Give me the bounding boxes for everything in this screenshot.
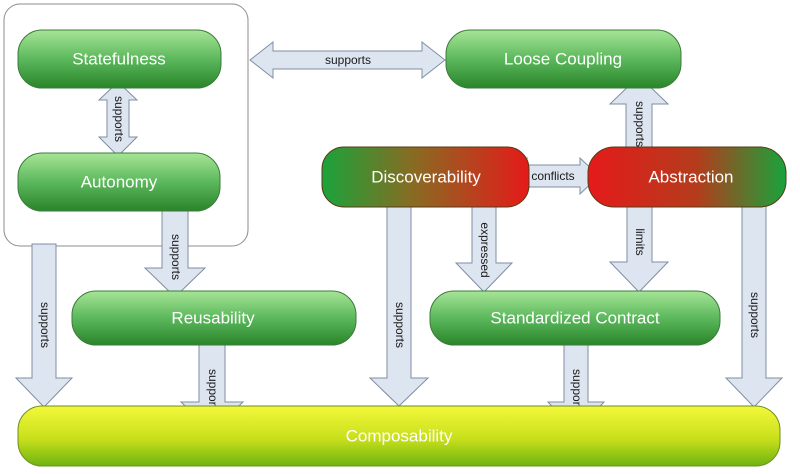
arrow-discoverability-composability: supports xyxy=(368,204,430,407)
arrow-label: supports xyxy=(393,302,407,348)
node-autonomy: Autonomy xyxy=(17,152,221,212)
arrow-abstraction-loose-coupling: supports xyxy=(608,75,670,153)
node-label: Composability xyxy=(346,426,453,445)
arrow-group-composability: supports xyxy=(14,243,74,408)
arrow-label: supports xyxy=(633,101,647,147)
node-label: Reusability xyxy=(171,308,255,327)
node-label: Loose Coupling xyxy=(504,49,622,68)
node-standardized-contract: Standardized Contract xyxy=(429,290,721,346)
node-reusability: Reusability xyxy=(71,290,357,346)
node-statefulness: Statefulness xyxy=(17,29,222,89)
arrow-label: supports xyxy=(169,234,183,280)
node-label: Standardized Contract xyxy=(490,308,659,327)
arrow-statefulness-autonomy: supports xyxy=(97,81,139,157)
arrow-label: conflicts xyxy=(531,169,574,183)
node-discoverability: Discoverability xyxy=(321,146,530,208)
arrow-label: supports xyxy=(570,369,584,415)
arrow-label: expressed xyxy=(478,222,492,277)
arrow-label: supports xyxy=(112,96,126,142)
arrow-abstraction-contract: limits xyxy=(608,204,670,293)
node-label: Abstraction xyxy=(648,167,733,186)
node-label: Statefulness xyxy=(72,49,166,68)
arrow-label: supports xyxy=(206,369,220,415)
node-loose-coupling: Loose Coupling xyxy=(445,29,682,89)
arrow-label: supports xyxy=(38,302,52,348)
arrow-label: limits xyxy=(633,228,647,255)
arrow-label: supports xyxy=(325,53,371,67)
node-label: Autonomy xyxy=(81,172,158,191)
node-label: Discoverability xyxy=(371,167,481,186)
node-composability: Composability xyxy=(17,405,781,467)
arrow-abstraction-composability: supports xyxy=(724,204,784,408)
arrow-discoverability-contract: expressed xyxy=(454,204,514,293)
arrow-statefulness-loose-coupling: supports xyxy=(249,40,446,80)
arrow-autonomy-reusability: supports xyxy=(143,207,207,298)
arrow-label: supports xyxy=(748,292,762,338)
node-abstraction: Abstraction xyxy=(587,146,787,208)
